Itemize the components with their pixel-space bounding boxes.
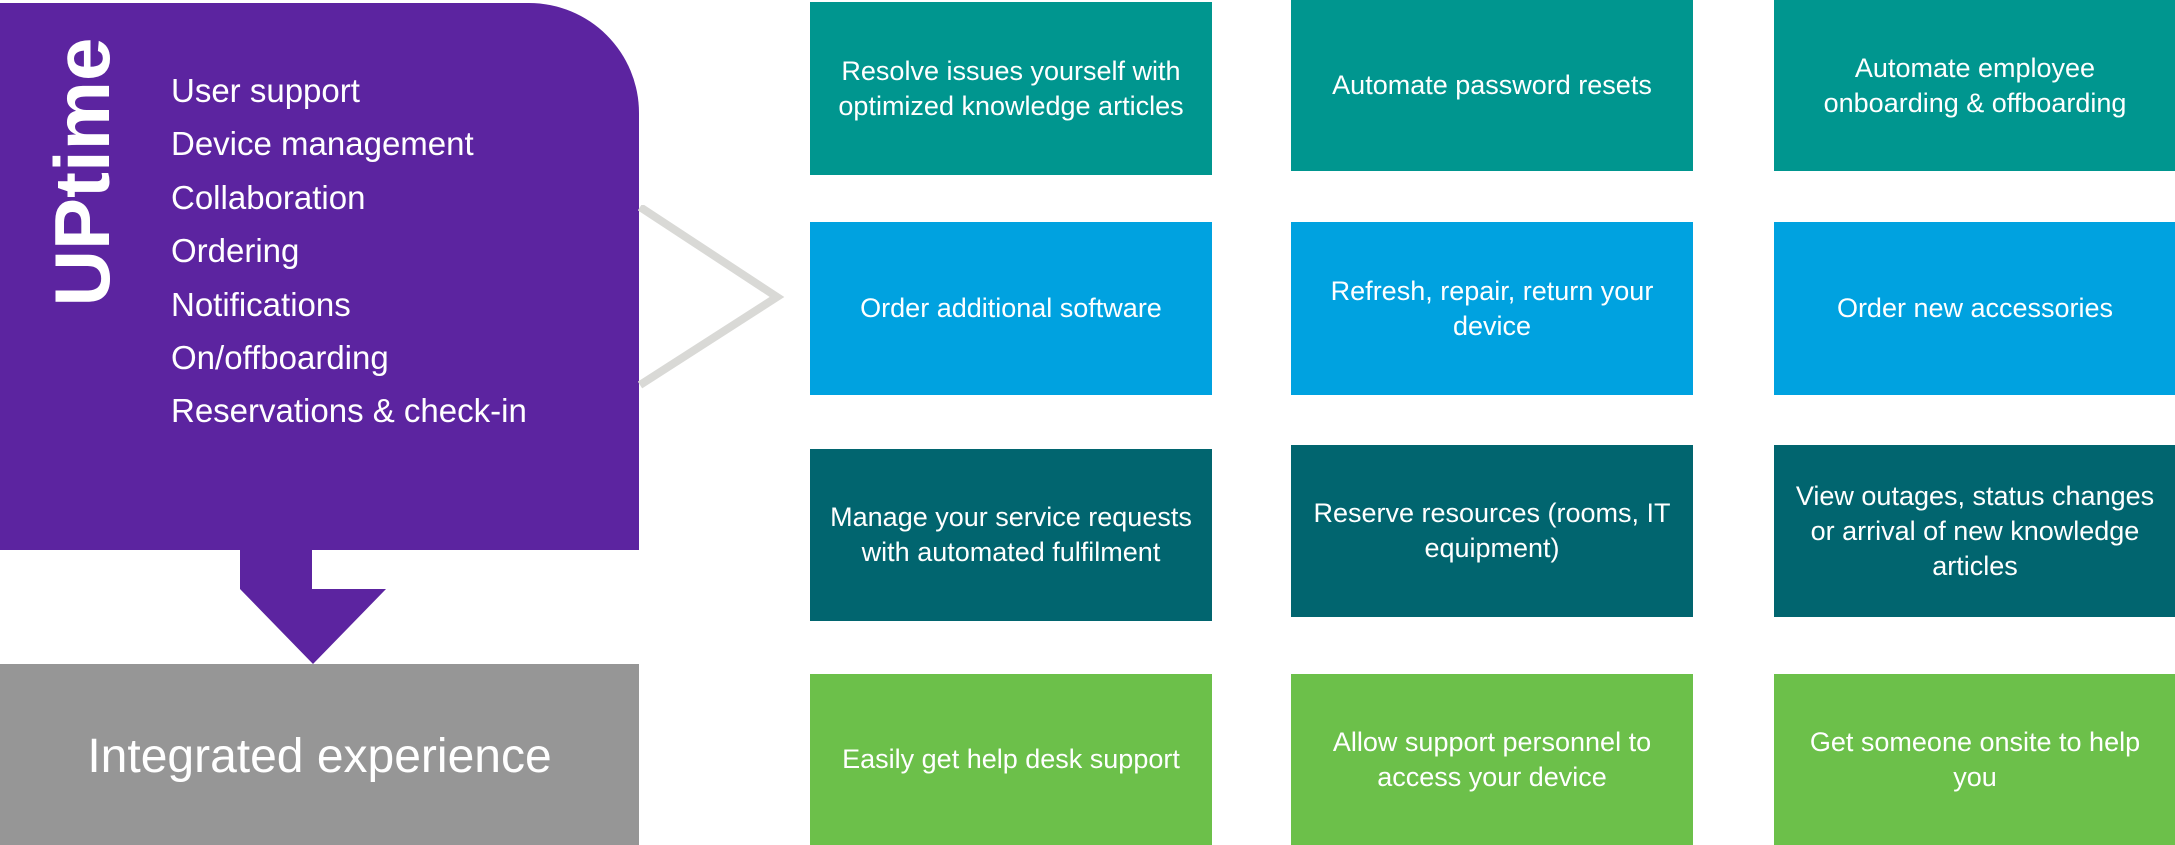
tile-onsite-help-text: Get someone onsite to help you [1809,726,2141,792]
tile-view-outages-text: View outages, status changes or arrival … [1795,480,2155,581]
tile-view-outages: View outages, status changes or arrival … [1774,445,2175,617]
feature-list: User support Device management Collabora… [171,64,527,438]
uptime-panel [0,3,639,550]
tile-password-resets: Automate password resets [1291,0,1693,171]
arrow-down-icon [240,548,386,664]
feature-collaboration: Collaboration [171,178,366,216]
feature-user-support: User support [171,72,360,109]
tile-password-resets-text: Automate password resets [1332,70,1652,100]
uptime-title: UPtime [38,37,126,307]
feature-onoffboarding: On/offboarding [171,339,389,377]
tile-resolve-issues-text: Resolve issues yourself with optimized k… [838,55,1184,121]
tile-reserve-resources: Reserve resources (rooms, IT equipment) [1291,445,1693,617]
feature-device-management: Device management [171,125,474,163]
tile-onboarding-offboarding: Automate employee onboarding & offboardi… [1774,0,2175,171]
tile-order-accessories-text: Order new accessories [1836,293,2114,323]
tile-order-accessories: Order new accessories [1774,222,2175,395]
tile-remote-access: Allow support personnel to access your d… [1291,674,1693,845]
tile-onboarding-offboarding-text: Automate employee onboarding & offboardi… [1823,52,2127,118]
tile-help-desk-support-text: Easily get help desk support [842,744,1180,774]
tile-refresh-repair-return: Refresh, repair, return your device [1291,222,1693,395]
feature-notifications: Notifications [171,285,351,323]
feature-ordering: Ordering [171,232,300,270]
tile-onsite-help: Get someone onsite to help you [1774,674,2175,845]
tile-order-software: Order additional software [810,222,1212,395]
chevron-right-icon [638,205,785,389]
tile-refresh-repair-return-text: Refresh, repair, return your device [1330,275,1654,341]
feature-reservations-checkin: Reservations & check-in [171,392,527,430]
tile-help-desk-support: Easily get help desk support [810,674,1212,845]
integrated-experience-label: Integrated experience [87,730,552,783]
tile-order-software-text: Order additional software [860,293,1162,323]
tile-reserve-resources-text: Reserve resources (rooms, IT equipment) [1313,498,1671,563]
tile-resolve-issues: Resolve issues yourself with optimized k… [810,2,1212,175]
tile-remote-access-text: Allow support personnel to access your d… [1332,726,1652,792]
tile-manage-service-requests: Manage your service requests with automa… [810,449,1212,621]
integrated-experience-panel [0,664,639,845]
tile-manage-service-requests-text: Manage your service requests with automa… [830,502,1192,567]
